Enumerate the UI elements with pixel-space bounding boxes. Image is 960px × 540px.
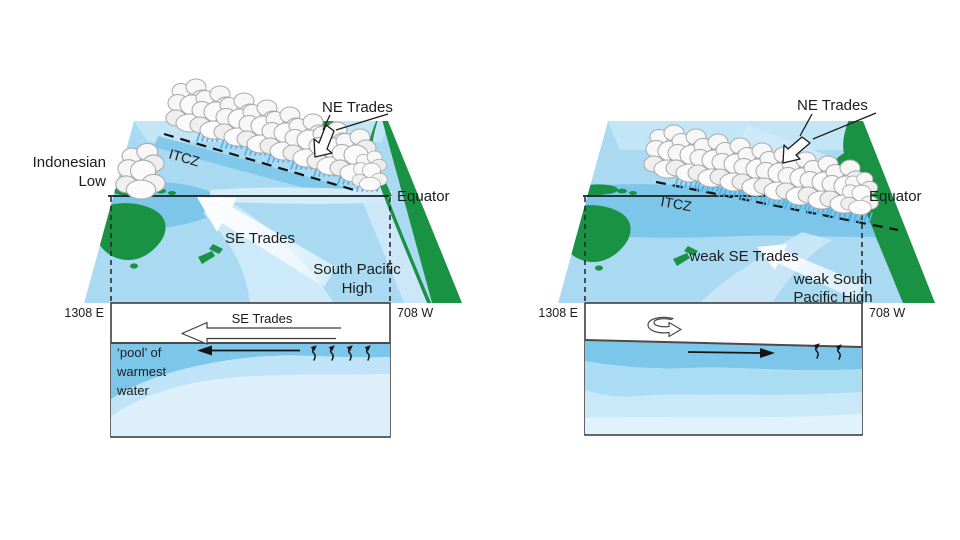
indonesian-low-cloud <box>115 142 166 200</box>
warm-pool-layer <box>111 343 390 399</box>
itcz-label: ITCZ <box>659 193 693 214</box>
land-island <box>629 191 637 195</box>
warm-layer-spread <box>585 340 862 371</box>
right-panel: NE Trades ITCZ Equator weak SE Trades we… <box>538 97 935 436</box>
land-new-zealand-south <box>198 251 215 264</box>
pool-label-1: ‘pool’ of <box>117 345 162 360</box>
left-panel: NE Trades Indonesian Low ITCZ Equator SE… <box>33 78 462 438</box>
weak-high-label-1: weak South <box>793 271 872 288</box>
se-trades-arrow <box>197 197 336 287</box>
land-island <box>617 188 627 194</box>
equator-label: Equator <box>869 188 922 205</box>
land-tasmania <box>595 265 603 271</box>
se-trades-map-label: SE Trades <box>225 230 295 247</box>
pool-label-2: warmest <box>116 364 167 379</box>
weak-high-label-2: Pacific High <box>793 289 872 306</box>
westward-current-arrow <box>197 345 300 356</box>
left-cross-section: SE Trades ‘pool’ of warmest water <box>110 302 391 438</box>
mid-layer <box>111 355 390 417</box>
cloud <box>351 150 388 192</box>
weak-se-trades-label: weak SE Trades <box>688 248 798 265</box>
pool-label-3: water <box>116 383 149 398</box>
right-map-plane <box>558 121 935 303</box>
indonesian-low-label-2: Low <box>78 173 106 190</box>
right-cross-section <box>584 302 863 436</box>
south-pacific-high-label-1: South Pacific <box>313 261 401 278</box>
ne-trades-pointer <box>782 112 877 164</box>
equator-label: Equator <box>397 188 450 205</box>
land-island <box>168 191 176 195</box>
lon-70w-label: 708 W <box>397 306 433 320</box>
lon-130e-label: 1308 E <box>64 306 104 320</box>
itcz-warm-sliver <box>154 136 356 201</box>
lon-70w-label: 708 W <box>869 306 905 320</box>
lower-layer <box>585 390 862 418</box>
deep-layer <box>111 374 390 436</box>
indonesian-low-label-1: Indonesian <box>33 154 106 171</box>
circulation-loop-arrow <box>647 316 682 338</box>
itcz-line <box>655 180 899 232</box>
ne-trades-pointer <box>313 113 389 158</box>
land-new-zealand-south <box>673 253 690 266</box>
se-pale-streak <box>700 232 832 303</box>
se-trades-section-arrow <box>181 321 341 345</box>
deep-layer <box>585 414 862 434</box>
land-australia <box>94 203 166 261</box>
ne-trades-open-arrow <box>782 136 811 164</box>
eastward-current-arrow <box>687 348 775 358</box>
ne-trades-label: NE Trades <box>797 97 868 114</box>
land-new-zealand-north <box>684 246 698 256</box>
ne-trades-label: NE Trades <box>322 99 393 116</box>
mid-layer <box>585 361 862 397</box>
land-new-zealand-north <box>209 244 223 254</box>
se-trades-section-label: SE Trades <box>232 311 293 326</box>
ne-trades-open-arrow <box>313 124 335 158</box>
lon-130e-label: 1308 E <box>538 306 578 320</box>
south-pacific-high-label-2: High <box>342 280 373 297</box>
weak-se-trades-arrow <box>757 244 864 300</box>
land-tasmania <box>130 263 138 269</box>
